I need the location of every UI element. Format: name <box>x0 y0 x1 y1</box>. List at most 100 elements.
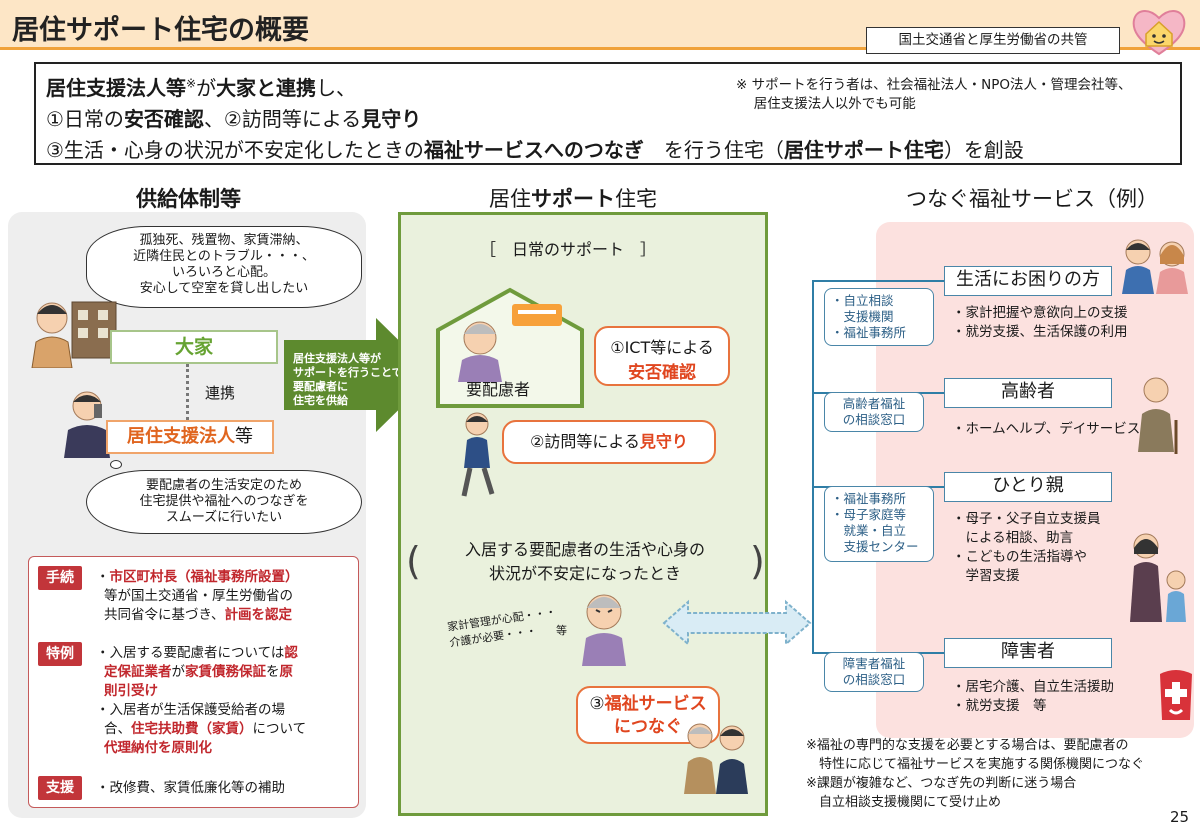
header-bar <box>0 0 1200 50</box>
summary-text: を行う住宅（ <box>643 138 784 162</box>
arrow-text-line: サポートを行うことで <box>293 366 403 379</box>
summary-line-3: ③生活・心身の状況が不安定化したときの福祉サービスへのつなぎ を行う住宅（居住サ… <box>46 134 1024 163</box>
support-org-suffix: 等 <box>235 426 253 447</box>
summary-text: 、②訪問等による <box>203 107 362 131</box>
arrow-text-line: 居住支援法人等が <box>293 352 381 365</box>
summary-emphasis: 福祉サービスへのつなぎ <box>423 138 644 162</box>
elderly-man-icon <box>1138 377 1178 454</box>
org-line: ・自立相談 <box>831 293 894 308</box>
tag-procedure: 手続 <box>38 566 82 590</box>
rule-emphasis: 認 <box>284 645 298 661</box>
callout-emphasis: 見守り <box>639 432 688 451</box>
ministry-tag: 国土交通省と厚生労働省の共管 <box>866 27 1120 54</box>
callout-safety-check: ①ICT等による 安否確認 <box>594 326 730 386</box>
unstable-condition-label: 入居する要配慮者の生活や心身の 状況が不安定になったとき <box>414 538 756 592</box>
footnote-line: ※課題が複雑など、つなぎ先の判断に迷う場合 <box>806 776 1077 791</box>
rule-procedure: ・市区町村長（福祉事務所設置） 等が国土交通省・厚生労働省の 共同省令に基づき、… <box>96 568 354 625</box>
couple-illustration-icon <box>1122 239 1188 294</box>
rule-text: 共同省令に基づき、 <box>104 607 225 623</box>
landlord-thought-cloud: 孤独死、残置物、家賃滞納、 近隣住民とのトラブル・・・、 いろいろと心配。 安心… <box>86 226 362 308</box>
support-thought-cloud: 要配慮者の生活安定のため 住宅提供や福祉へのつなぎを スムーズに行いたい <box>86 470 362 534</box>
support-staff-illustration-icon <box>64 391 110 458</box>
org-line: 支援機関 <box>831 309 894 324</box>
heading-text: 住宅 <box>615 187 657 211</box>
service-line: ・家計把握や意欲向上の支援 <box>952 305 1128 321</box>
category-disabled: 障害者 <box>944 638 1112 668</box>
summary-text: 居住支援法人等 <box>46 76 186 100</box>
category-single-parent: ひとり親 <box>944 472 1112 502</box>
summary-text: ③生活・心身の状況が不安定化したときの <box>46 138 424 162</box>
services-single-parent: ・母子・父子自立支援員 による相談、助言 ・こどもの生活指導や 学習支援 <box>952 510 1101 586</box>
connector-line <box>812 280 944 282</box>
service-line: 学習支援 <box>952 568 1020 584</box>
rule-emphasis: 代理納付を原則化 <box>104 740 212 756</box>
callout-emphasis: 安否確認 <box>628 363 696 383</box>
rule-emphasis: 則引受け <box>104 683 158 699</box>
bracket-left: ( <box>406 539 421 583</box>
rule-emphasis: 住宅扶助費（家賃） <box>131 721 253 737</box>
org-line: 障害者福祉 <box>842 656 906 671</box>
support-org-box: 居住支援法人等 <box>106 420 274 454</box>
org-line: の相談窓口 <box>842 412 906 427</box>
services-needy: ・家計把握や意欲向上の支援 ・就労支援、生活保護の利用 <box>952 304 1128 342</box>
intro-note: ※ サポートを行う者は、社会福祉法人・NPO法人・管理会社等、 居住支援法人以外… <box>736 76 1131 114</box>
rule-text: について <box>252 721 307 737</box>
summary-line-1: 居住支援法人等※が大家と連携し、 <box>46 72 356 101</box>
cooperation-label: 連携 <box>205 384 236 402</box>
rule-text: 合、 <box>104 721 131 737</box>
org-line: ・母子家庭等 <box>831 507 907 522</box>
callout-emphasis: につなぐ <box>614 717 682 737</box>
org-line: 支援センター <box>831 539 919 554</box>
callout-text: ②訪問等による <box>530 432 640 451</box>
heart-house-logo-icon <box>1132 10 1186 56</box>
parent-and-child-icon <box>1130 533 1186 622</box>
unstable-text: 入居する要配慮者の生活や心身の <box>464 540 705 559</box>
bracket-right: ］ <box>624 240 657 259</box>
landlord-box: 大家 <box>110 330 278 364</box>
connector-trunk-line <box>812 280 814 652</box>
worried-resident-icon <box>582 594 626 666</box>
bracket-left: ［ <box>480 240 513 259</box>
summary-text: し、 <box>316 76 357 100</box>
rule-emphasis: 原 <box>279 664 294 680</box>
org-line: ・福祉事務所 <box>831 325 907 340</box>
rule-text: が <box>171 664 186 680</box>
summary-line-2: ①日常の安否確認、②訪問等による見守り <box>46 103 421 132</box>
org-line: 高齢者福祉 <box>842 396 906 411</box>
cloud-text: 要配慮者の生活安定のため <box>145 478 302 493</box>
daily-support-label: ［ 日常のサポート ］ <box>480 236 656 260</box>
footnote: ※福祉の専門的な支援を必要とする場合は、要配慮者の 特性に応じて福祉サービスを実… <box>806 736 1144 812</box>
cloud-text: 住宅提供や福祉へのつなぎを <box>139 494 309 509</box>
rule-emphasis: 計画を認定 <box>224 607 293 623</box>
heading-text: 居住 <box>489 187 531 211</box>
callout-emphasis: 福祉サービス <box>604 694 707 714</box>
rule-text: ・入居者が生活保護受給者の場 <box>96 702 285 718</box>
rule-text: を <box>266 664 280 680</box>
tag-support: 支援 <box>38 776 82 800</box>
summary-box <box>34 62 1182 165</box>
note-line: 居住支援法人以外でも可能 <box>736 96 916 112</box>
callout-text: ③ <box>589 694 605 714</box>
supply-arrow-icon <box>284 318 434 432</box>
category-needy: 生活にお困りの方 <box>944 266 1112 296</box>
rule-support: ・改修費、家賃低廉化等の補助 <box>96 780 285 796</box>
support-org-label: 居住支援法人 <box>127 426 235 447</box>
rule-text: ・ <box>96 569 110 585</box>
bracket-right: ) <box>750 539 765 583</box>
rule-text: 等が国土交通省・厚生労働省の <box>104 588 293 604</box>
summary-emphasis: 居住サポート住宅 <box>783 138 944 162</box>
page-number: 25 <box>1170 808 1190 826</box>
service-line: ・こどもの生活指導や <box>952 549 1087 565</box>
visitor-walking-icon <box>461 412 495 497</box>
cloud-text: スムーズに行いたい <box>165 510 283 525</box>
rule-emphasis: 家賃債務保証 <box>185 664 266 680</box>
footnote-line: 自立相談支援機関にて受け止め <box>806 795 1002 810</box>
summary-text: ）を創設 <box>943 138 1024 162</box>
cloud-text: 近隣住民とのトラブル・・・、 <box>133 249 315 264</box>
rules-box <box>28 556 359 808</box>
note-mark: ※ <box>186 76 197 91</box>
services-disabled: ・居宅介護、自立生活援助 ・就労支援 等 <box>952 678 1114 716</box>
worry-etc: 等 <box>556 624 567 637</box>
org-disabled: 障害者福祉 の相談窓口 <box>824 652 924 692</box>
summary-emphasis: 大家と連携 <box>216 76 317 100</box>
